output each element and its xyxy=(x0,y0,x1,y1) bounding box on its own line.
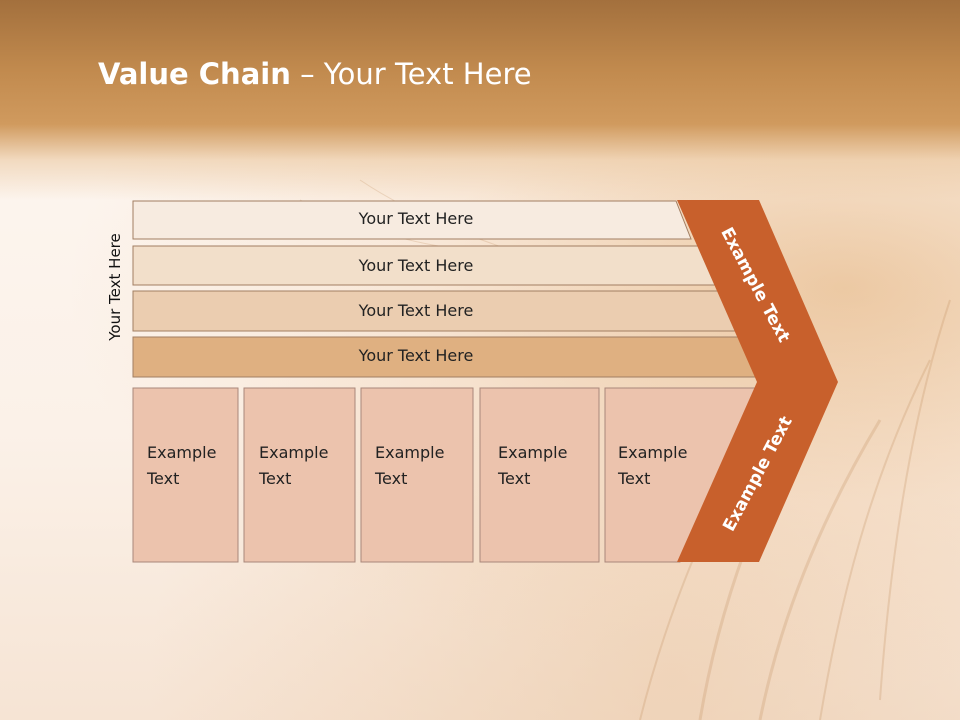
header-band xyxy=(0,0,960,200)
bar-1-shape xyxy=(132,200,692,240)
box-5-label: Example Text xyxy=(618,440,687,492)
box-1-shape xyxy=(132,387,239,563)
box-2-label: Example Text xyxy=(259,440,328,492)
box-1-line1: Example xyxy=(147,443,217,462)
box-3-label: Example Text xyxy=(375,440,444,492)
box-2-line1: Example xyxy=(259,443,329,462)
box-3-line2: Text xyxy=(375,469,408,488)
bar-1-label: Your Text Here xyxy=(358,209,474,228)
slide-title: Value Chain – Your Text Here xyxy=(98,54,532,94)
box-2-shape xyxy=(243,387,356,563)
box-1-label: Example Text xyxy=(147,440,216,492)
boxes-reflection xyxy=(0,562,960,720)
box-3-line1: Example xyxy=(375,443,445,462)
chevron-arrow-shape xyxy=(677,200,838,562)
title-bold: Value Chain xyxy=(98,57,291,91)
box-4-line1: Example xyxy=(498,443,568,462)
box-1-line2: Text xyxy=(147,469,180,488)
box-4-label: Example Text xyxy=(498,440,567,492)
box-2-line2: Text xyxy=(259,469,292,488)
box-5-line1: Example xyxy=(618,443,688,462)
box-4-line2: Text xyxy=(498,469,531,488)
bar-3-label: Your Text Here xyxy=(358,301,474,320)
bar-4-label: Your Text Here xyxy=(358,346,474,365)
title-rest: – Your Text Here xyxy=(290,57,532,91)
box-4-shape xyxy=(479,387,600,563)
box-5-line2: Text xyxy=(618,469,651,488)
box-3-shape xyxy=(360,387,474,563)
bar-2-label: Your Text Here xyxy=(358,256,474,275)
